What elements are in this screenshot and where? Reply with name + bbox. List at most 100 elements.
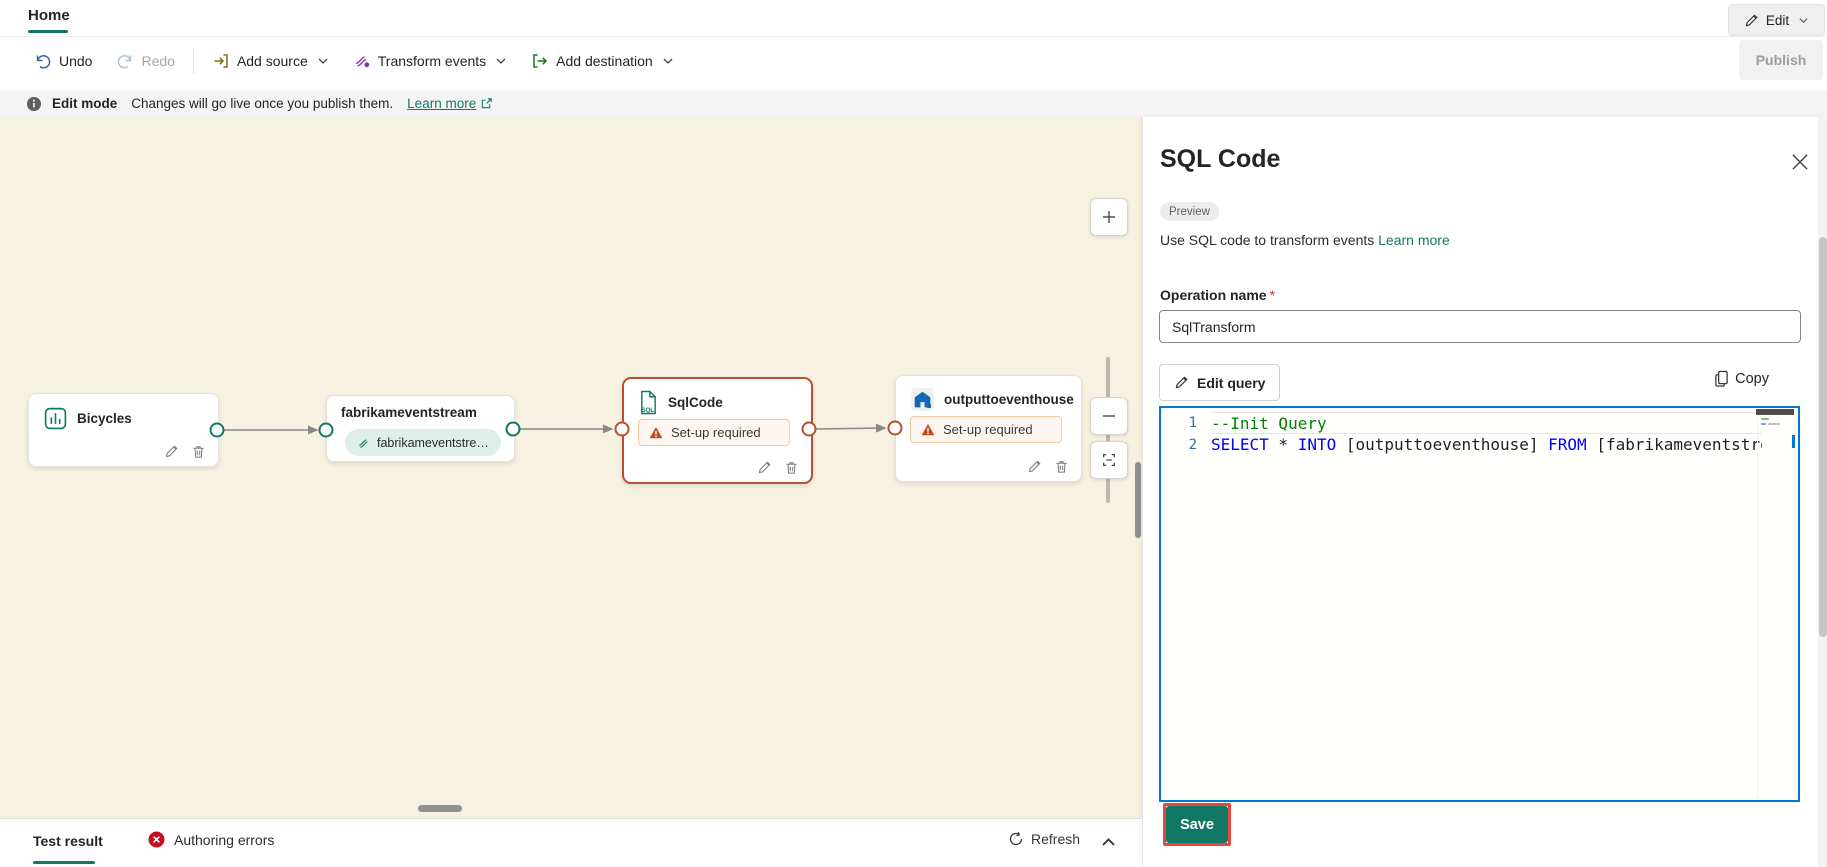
edit-node-button[interactable]: [757, 460, 772, 475]
node-title: SqlCode: [668, 395, 723, 410]
node-eventhouse[interactable]: outputtoeventhouse Set-up required: [895, 375, 1082, 482]
output-port[interactable]: [209, 422, 225, 438]
panel-learn-more-link[interactable]: Learn more: [1378, 232, 1450, 248]
zoom-in-button[interactable]: [1090, 198, 1128, 236]
redo-button[interactable]: Redo: [104, 44, 186, 78]
add-source-label: Add source: [236, 52, 308, 69]
toolbar: Undo Redo Add source Transform events Ad…: [0, 37, 1827, 84]
add-destination-label: Add destination: [556, 52, 653, 69]
chevron-down-icon: [317, 55, 329, 67]
refresh-icon: [1008, 831, 1024, 847]
redo-icon: [116, 52, 134, 70]
input-port[interactable]: [614, 421, 630, 437]
edit-query-button[interactable]: Edit query: [1159, 364, 1281, 401]
edit-query-label: Edit query: [1197, 374, 1266, 391]
zoom-out-button[interactable]: [1090, 397, 1128, 435]
tab-authoring-errors[interactable]: Authoring errors: [148, 831, 274, 848]
edges-layer: [224, 423, 887, 435]
pencil-icon: [1174, 375, 1189, 390]
panel-description: Use SQL code to transform events Learn m…: [1160, 232, 1450, 248]
external-link-icon: [480, 97, 493, 110]
add-destination-button[interactable]: Add destination: [519, 44, 686, 78]
editor-minimap[interactable]: [1757, 408, 1784, 800]
chevron-down-icon: [1798, 15, 1809, 26]
eventhouse-icon: [910, 387, 935, 412]
vertical-scrollbar[interactable]: [1135, 462, 1141, 538]
add-source-button[interactable]: Add source: [200, 44, 341, 78]
bar-chart-icon: [43, 406, 68, 431]
refresh-button[interactable]: Refresh: [1008, 831, 1080, 847]
undo-label: Undo: [59, 52, 93, 69]
publish-button[interactable]: Publish: [1739, 40, 1823, 80]
code-line[interactable]: 1--Init Query: [1161, 412, 1798, 434]
node-title: Bicycles: [77, 411, 132, 426]
panel-scrollbar-track[interactable]: [1818, 117, 1827, 867]
panel-title: SQL Code: [1160, 145, 1281, 173]
undo-button[interactable]: Undo: [22, 44, 104, 78]
close-icon: [1791, 153, 1809, 171]
transform-events-icon: [353, 52, 371, 70]
warning-icon: [649, 426, 663, 440]
output-port[interactable]: [801, 421, 817, 437]
node-sqlcode[interactable]: SQL SqlCode Set-up required: [622, 377, 813, 484]
delete-node-button[interactable]: [191, 444, 206, 459]
tab-bar: Home Edit: [0, 0, 1827, 37]
eventstream-icon: [357, 436, 371, 450]
sql-code-panel: SQL Code Preview Use SQL code to transfo…: [1142, 117, 1827, 867]
delete-node-button[interactable]: [1054, 459, 1069, 474]
edit-mode-banner: Edit mode Changes will go live once you …: [0, 90, 1827, 117]
authoring-errors-label: Authoring errors: [174, 831, 275, 848]
output-port[interactable]: [505, 421, 521, 437]
tab-test-result-underline: [33, 861, 95, 864]
fit-to-screen-icon: [1101, 452, 1117, 468]
banner-message: Changes will go live once you publish th…: [131, 96, 394, 111]
operation-name-label: Operation name*: [1160, 287, 1276, 303]
setup-required-badge: Set-up required: [638, 419, 790, 446]
preview-badge: Preview: [1160, 202, 1219, 221]
panel-scrollbar-thumb[interactable]: [1819, 237, 1827, 637]
required-asterisk: *: [1269, 287, 1276, 303]
warning-icon: [921, 423, 935, 437]
error-icon: [148, 831, 165, 848]
input-port[interactable]: [318, 422, 334, 438]
edit-mode-button[interactable]: Edit: [1728, 4, 1825, 36]
operation-name-input[interactable]: [1159, 310, 1801, 343]
chevron-down-icon: [495, 55, 507, 67]
edit-mode-label: Edit: [1765, 12, 1790, 28]
copy-button[interactable]: Copy: [1714, 370, 1769, 387]
collapse-panel-button[interactable]: [1100, 834, 1117, 851]
delete-node-button[interactable]: [784, 460, 799, 475]
save-button[interactable]: Save: [1166, 806, 1228, 843]
minimap-slider[interactable]: [1756, 409, 1794, 415]
sql-document-icon: SQL: [638, 390, 659, 415]
tab-test-result[interactable]: Test result: [33, 833, 103, 849]
edit-node-button[interactable]: [1027, 459, 1042, 474]
close-panel-button[interactable]: [1791, 153, 1809, 171]
input-port[interactable]: [887, 420, 903, 436]
setup-required-label: Set-up required: [671, 425, 761, 440]
stream-badge[interactable]: fabrikameventstre…: [345, 429, 501, 456]
tab-home[interactable]: Home: [28, 7, 70, 24]
fit-to-screen-button[interactable]: [1090, 441, 1128, 479]
learn-more-link[interactable]: Learn more: [407, 96, 493, 111]
save-annotation-highlight: Save: [1163, 803, 1231, 846]
node-eventstream[interactable]: fabrikameventstream fabrikameventstre…: [326, 395, 515, 462]
info-icon: [26, 96, 42, 112]
copy-icon: [1714, 370, 1729, 387]
horizontal-scrollbar[interactable]: [418, 805, 462, 812]
transform-events-button[interactable]: Transform events: [341, 44, 519, 78]
minus-icon: [1101, 408, 1117, 424]
setup-required-label: Set-up required: [943, 422, 1033, 437]
transform-events-label: Transform events: [377, 52, 487, 69]
diagram-canvas[interactable]: Bicycles fabrikameventstream fabrikameve…: [0, 117, 1142, 818]
banner-title: Edit mode: [52, 96, 118, 111]
plus-icon: [1101, 209, 1117, 225]
bottom-panel-bar: Test result Authoring errors Refresh: [0, 818, 1142, 867]
edit-node-button[interactable]: [164, 444, 179, 459]
node-bicycles[interactable]: Bicycles: [28, 393, 219, 467]
refresh-label: Refresh: [1031, 831, 1081, 847]
